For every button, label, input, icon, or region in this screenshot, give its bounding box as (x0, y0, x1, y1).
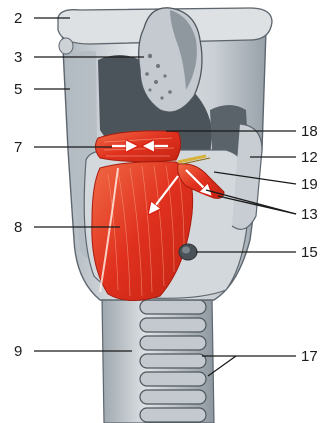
label-3: 3 (14, 50, 22, 65)
label-12: 12 (301, 150, 318, 165)
label-7: 7 (14, 140, 22, 155)
tracheal-rings (140, 300, 206, 422)
label-15: 15 (301, 245, 318, 260)
cricothyroid-joint (179, 244, 197, 260)
label-2: 2 (14, 11, 22, 26)
label-18: 18 (301, 124, 318, 139)
label-19: 19 (301, 177, 318, 192)
label-13: 13 (301, 207, 318, 222)
trachea (102, 298, 214, 423)
epiglottis (139, 8, 202, 112)
label-17: 17 (301, 349, 318, 364)
label-8: 8 (14, 220, 22, 235)
label-9: 9 (14, 344, 22, 359)
label-5: 5 (14, 82, 22, 97)
